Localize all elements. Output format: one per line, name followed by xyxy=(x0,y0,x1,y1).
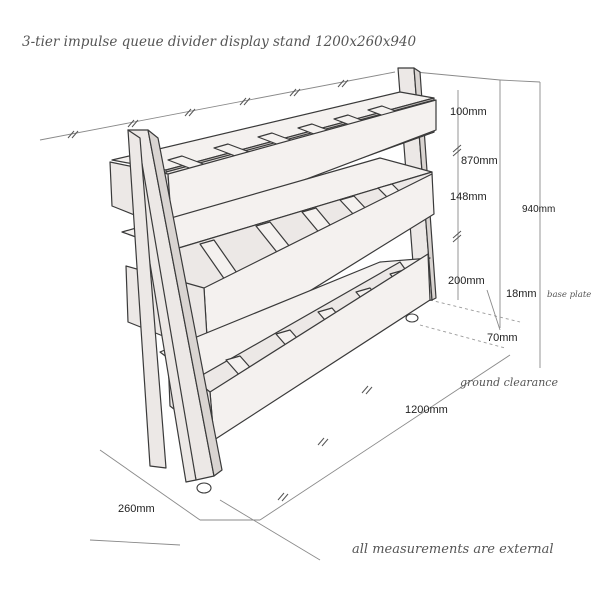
base-plate-line xyxy=(429,299,521,323)
base-plate-pointer xyxy=(486,289,501,331)
footnote-text: all measurements are external xyxy=(352,542,554,557)
ground-line xyxy=(419,324,506,349)
diagram-title: 3-tier impulse queue divider display sta… xyxy=(22,34,417,50)
ground-clearance-label: ground clearance xyxy=(460,376,558,389)
top-length-ticks xyxy=(67,79,349,139)
top-length-dimension-line xyxy=(39,71,396,141)
rear-caster-wheel xyxy=(405,313,419,323)
dim-18-label: 18mm xyxy=(506,288,537,300)
dim-148-label: 148mm xyxy=(450,191,487,203)
dim-100-label: 100mm xyxy=(450,106,487,118)
top-extension-line xyxy=(414,71,501,81)
dim-200-label: 200mm xyxy=(448,275,485,287)
base-plate-label: base plate xyxy=(547,290,591,300)
depth-line-right xyxy=(219,499,321,561)
depth-line-left xyxy=(99,449,201,521)
dim-870-label: 870mm xyxy=(461,155,498,167)
front-caster-wheel xyxy=(196,482,212,494)
dim-940-label: 940mm xyxy=(522,204,555,215)
top-extension-line-2 xyxy=(499,79,541,83)
bottom-length-ticks xyxy=(277,385,373,502)
dim-1200-label: 1200mm xyxy=(405,404,448,416)
depth-line-lower xyxy=(89,539,181,546)
bottom-length-dimension-line xyxy=(259,354,511,521)
rear-left-leg xyxy=(127,129,167,469)
dim-260-label: 260mm xyxy=(118,503,155,515)
front-left-leg-side xyxy=(147,129,223,477)
dim-70-label: 70mm xyxy=(487,332,518,344)
